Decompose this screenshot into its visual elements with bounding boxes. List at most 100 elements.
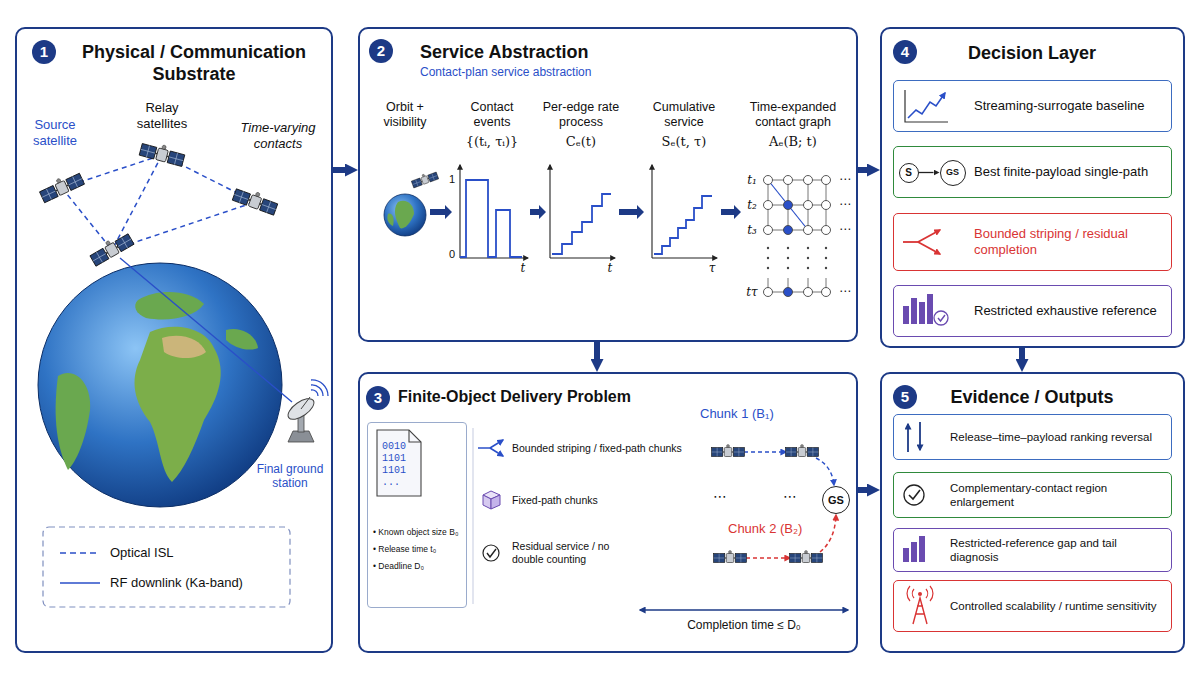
continuation-dot: [767, 247, 769, 249]
panel-heading: Decision Layer: [922, 42, 1142, 64]
node-text: S: [905, 167, 912, 179]
continent: [226, 329, 258, 350]
chunk-path: [816, 458, 834, 485]
evidence-box: Controlled scalability / runtime sensiti…: [893, 580, 1172, 632]
contact-note: Time-varying contacts: [232, 120, 324, 152]
panel-subtitle: Contact-plan service abstraction: [420, 65, 856, 80]
panel-grid: [712, 452, 723, 453]
panel-grid: [807, 452, 818, 453]
time-step-label: tτ: [742, 285, 762, 299]
solar-panel: [712, 448, 723, 457]
step-badge: 5: [893, 385, 917, 409]
chunk-path: [820, 515, 836, 552]
panel-grid: [429, 175, 437, 178]
signal-arc: [311, 380, 328, 396]
desert: [162, 336, 206, 358]
graph-edge: [768, 180, 826, 181]
check-icon: [483, 545, 499, 561]
fork-icon: [903, 241, 918, 243]
dish-feed: [301, 397, 310, 409]
math-label: Cₑ(t): [546, 134, 616, 150]
panel-grid: [735, 558, 746, 559]
plot-axis: [651, 165, 652, 258]
evidence-box: Release–time–payload ranking reversal: [893, 414, 1172, 460]
solar-panel: [115, 234, 134, 252]
satellite-antenna: [727, 445, 730, 448]
panel-grid: [733, 452, 744, 453]
solar-panel: [811, 554, 822, 563]
evidence-box: Restricted-reference gap and tail diagno…: [893, 528, 1172, 572]
contact-pulses: [460, 180, 522, 257]
node-text: Complementary-contact region enlargement: [950, 481, 1164, 509]
continuation-dot: [807, 247, 809, 249]
panel-grid: [68, 179, 82, 185]
node-text: • Release time t₀: [373, 544, 463, 555]
ellipsis: ⋯: [708, 488, 732, 505]
flow-connector: [333, 167, 345, 173]
flow-connector: [919, 172, 934, 173]
method-box: Bounded striping / residual completion: [893, 213, 1172, 271]
endpoint-circle: S: [899, 163, 919, 183]
satellite-body: [724, 448, 732, 457]
solar-panel: [735, 554, 746, 563]
satellite-antenna: [105, 240, 110, 245]
node-text: Restricted-reference gap and tail diagno…: [950, 536, 1164, 564]
document-icon: [377, 430, 421, 496]
signal-arc: [311, 390, 318, 396]
plot-axis: [549, 165, 550, 258]
satellite-body: [798, 448, 806, 457]
graph-edge: [768, 205, 826, 206]
document-fold: [409, 430, 421, 442]
panel-heading: Physical / Communication Substrate: [65, 41, 323, 85]
station-base: [288, 431, 314, 442]
continuation-dot: [787, 257, 789, 259]
graph-vertex: [764, 288, 773, 297]
ellipsis: ⋯: [837, 172, 853, 186]
math-label: Aₑ(B; t): [751, 134, 835, 150]
continuation-dot: [787, 247, 789, 249]
panel-heading: Finite-Object Delivery Problem: [398, 387, 856, 407]
node-text: 0010 1101 1101 ...: [382, 441, 414, 489]
flow-arrow: [619, 205, 644, 219]
satellite-antenna: [255, 192, 260, 197]
ellipsis: ⋯: [778, 488, 802, 505]
graph-vertex: [804, 176, 813, 185]
node-text: Restricted exhaustive reference: [974, 303, 1162, 319]
panel-grid: [118, 239, 131, 247]
rate-staircase: [552, 194, 611, 254]
solar-panel: [807, 448, 818, 457]
graph-vertex: [804, 288, 813, 297]
satellite-icon: [786, 445, 819, 457]
graph-vertex: [822, 176, 831, 185]
node-text: GS: [828, 494, 844, 507]
column-heading: Contact events: [459, 100, 525, 130]
graph-vertex: [784, 201, 793, 210]
fork-icon: [490, 448, 503, 456]
node-text: Release–time–payload ranking reversal: [950, 430, 1164, 444]
satellite-label: Relay satellites: [127, 100, 197, 132]
panel-grid: [169, 157, 183, 161]
trend-line: [908, 93, 945, 118]
solar-panel: [428, 172, 439, 182]
step-badge: 3: [366, 386, 390, 410]
satellite-icon: [790, 551, 823, 563]
continuation-dot: [767, 267, 769, 269]
graph-vertex: [784, 226, 793, 235]
graph-vertex: [764, 226, 773, 235]
bar-icon: [919, 302, 925, 324]
bar-icon: [911, 542, 917, 562]
satellite-label: Source satellite: [22, 117, 88, 149]
dimension-line: [640, 609, 848, 610]
solar-panel: [786, 448, 797, 457]
time-step-label: t₁: [742, 173, 762, 187]
continent: [395, 201, 414, 229]
rf-downlink: [120, 258, 292, 402]
service-staircase: [654, 196, 712, 254]
axis-label: t: [604, 261, 616, 275]
section-panel: Service AbstractionContact-plan service …: [358, 27, 858, 342]
satellite-body: [421, 176, 429, 185]
station-label: Final ground station: [254, 462, 326, 490]
continuation-dot: [787, 267, 789, 269]
evidence-box: Complementary-contact region enlargement: [893, 472, 1172, 518]
